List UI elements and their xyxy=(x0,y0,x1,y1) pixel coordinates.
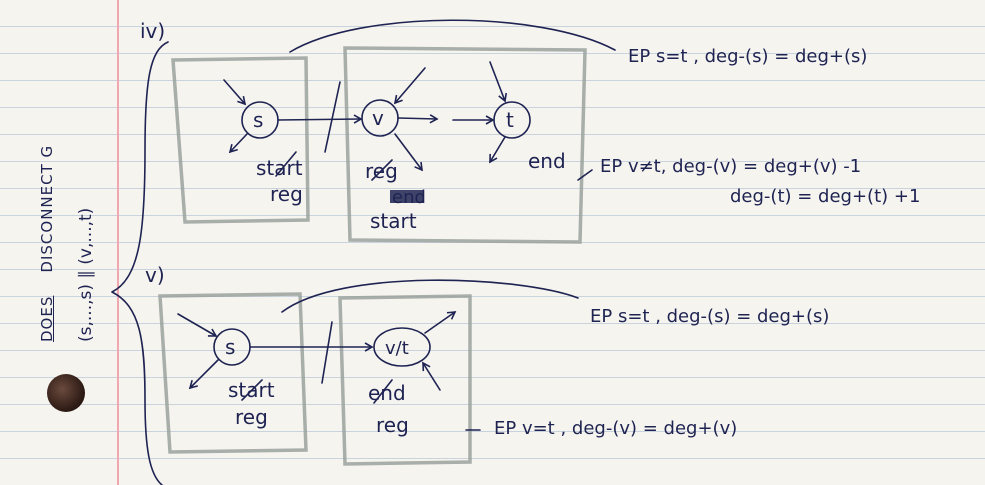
case-iv-end-label: end xyxy=(528,149,566,173)
case-v-node-vt xyxy=(373,327,431,367)
case-iv-ep1: EP s=t , deg-(s) = deg+(s) xyxy=(628,46,867,67)
case-v-end-strike xyxy=(373,379,393,404)
case-v-ep1: EP s=t , deg-(s) = deg+(s) xyxy=(590,306,829,327)
case-iv-ep2: EP v≠t, deg-(v) = deg+(v) -1 xyxy=(600,156,861,177)
case-v-reg-left: reg xyxy=(235,405,268,429)
case-iv-start-below: start xyxy=(370,209,417,233)
case-v-node-vt-label: v/t xyxy=(385,338,409,359)
case-iv-edge-out-t xyxy=(489,136,506,164)
case-iv-reg-strike xyxy=(371,159,393,181)
case-iv-reg-left: reg xyxy=(270,182,303,206)
case-iv-node-v-label: v xyxy=(372,106,384,130)
case-iv-box-right xyxy=(343,46,587,244)
case-v-ep2: EP v=t , deg-(v) = deg+(v) xyxy=(494,418,737,439)
case-iv-edge-out-s xyxy=(228,133,248,154)
case-iv-edge-s-v xyxy=(277,114,363,124)
case-v-start-strike xyxy=(241,379,263,401)
case-iv-edge-v-down xyxy=(394,133,423,172)
case-v-edge-out-vt xyxy=(424,311,457,334)
brace xyxy=(111,41,169,485)
case-iv-tick xyxy=(577,169,593,181)
punch-hole xyxy=(47,374,85,412)
case-iv-scribble xyxy=(390,190,424,203)
case-iv-node-s-label: s xyxy=(253,108,263,132)
case-v-end-struck: end xyxy=(368,381,406,405)
case-iv-box-left xyxy=(171,56,310,224)
case-iv-edge-in-t xyxy=(489,61,508,103)
case-v-edge-in-s xyxy=(177,313,218,337)
case-iv-divider xyxy=(324,81,341,153)
case-iv-node-t-label: t xyxy=(506,108,514,132)
margin-line xyxy=(117,0,119,485)
case-v-box-right xyxy=(338,294,472,466)
case-iv-edge-out-v xyxy=(397,114,439,124)
case-iv-edge-in-s xyxy=(223,79,247,106)
case-iv-start-strike xyxy=(275,151,297,177)
case-v-node-s-label: s xyxy=(225,335,235,359)
case-v-reg-right: reg xyxy=(376,413,409,437)
case-iv-edge-in-v xyxy=(393,67,426,105)
case-v-label: v) xyxy=(145,263,165,287)
case-v-box-left xyxy=(158,292,308,454)
case-iv-label: iv) xyxy=(140,19,165,43)
case-v-edge-in-vt xyxy=(422,361,441,391)
case-v-divider xyxy=(321,321,333,384)
case-v-connector xyxy=(281,279,579,313)
case-v-edge-out-s xyxy=(188,359,219,390)
case-iv-ep2b: deg-(t) = deg+(t) +1 xyxy=(730,186,920,207)
case-iv-start-struck: start xyxy=(256,156,303,180)
case-iv-connector xyxy=(289,19,616,53)
